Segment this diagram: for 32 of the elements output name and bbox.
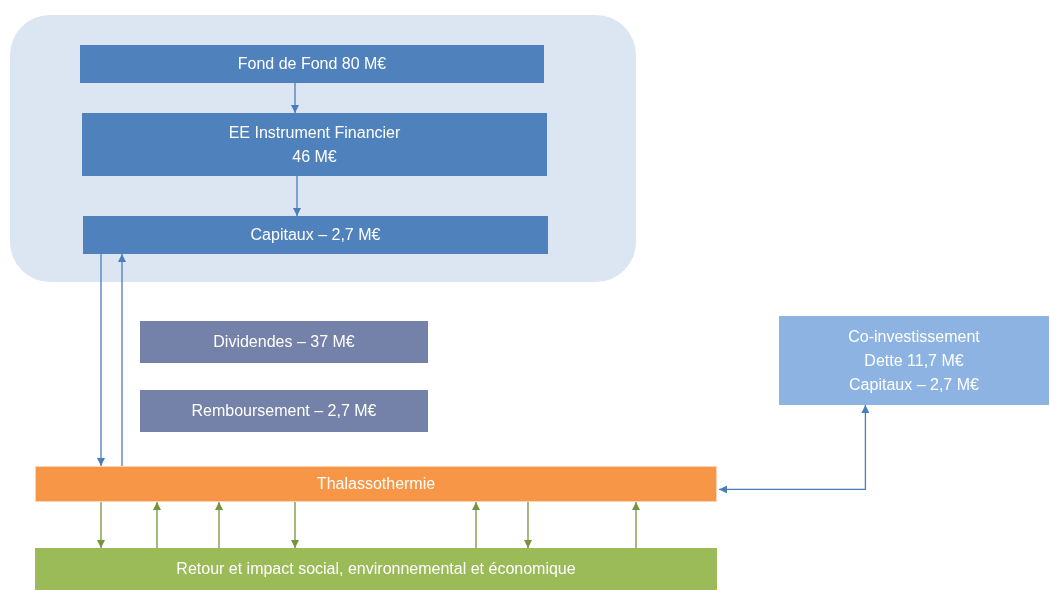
node-text: EE Instrument Financier [228,122,401,143]
node-text: Thalassothermie [316,474,436,494]
flow-label-box [140,321,428,363]
process-box [35,548,717,590]
arrow [718,404,870,494]
node-text: Co-investissement [848,326,980,347]
arrow [153,501,161,549]
process-box [83,216,548,254]
node-text: Dividendes – 37 M€ [213,332,355,352]
group-panel [10,15,636,282]
flow-label-box [140,390,428,432]
arrow [524,501,532,549]
arrow [472,501,480,549]
node-text: Capitaux – 2,7 M€ [250,225,381,245]
node-text: Retour et impact social, environnemental et économique [176,559,576,579]
arrow [97,253,105,467]
process-box [82,113,547,176]
arrow [97,501,105,549]
node-text: Dette 11,7 M€ [864,350,964,371]
arrow [293,175,301,217]
node-text: Remboursement – 2,7 M€ [191,401,377,421]
arrow [291,82,299,114]
node-text: Capitaux – 2,7 M€ [849,374,979,395]
node-text: Fond de Fond 80 M€ [237,54,387,74]
arrow [632,501,640,549]
arrow [215,501,223,549]
arrow [291,501,299,549]
node-text: 46 M€ [292,146,337,167]
process-box [35,466,717,502]
arrow [118,253,126,467]
process-box [80,45,544,83]
process-box [779,316,1049,405]
